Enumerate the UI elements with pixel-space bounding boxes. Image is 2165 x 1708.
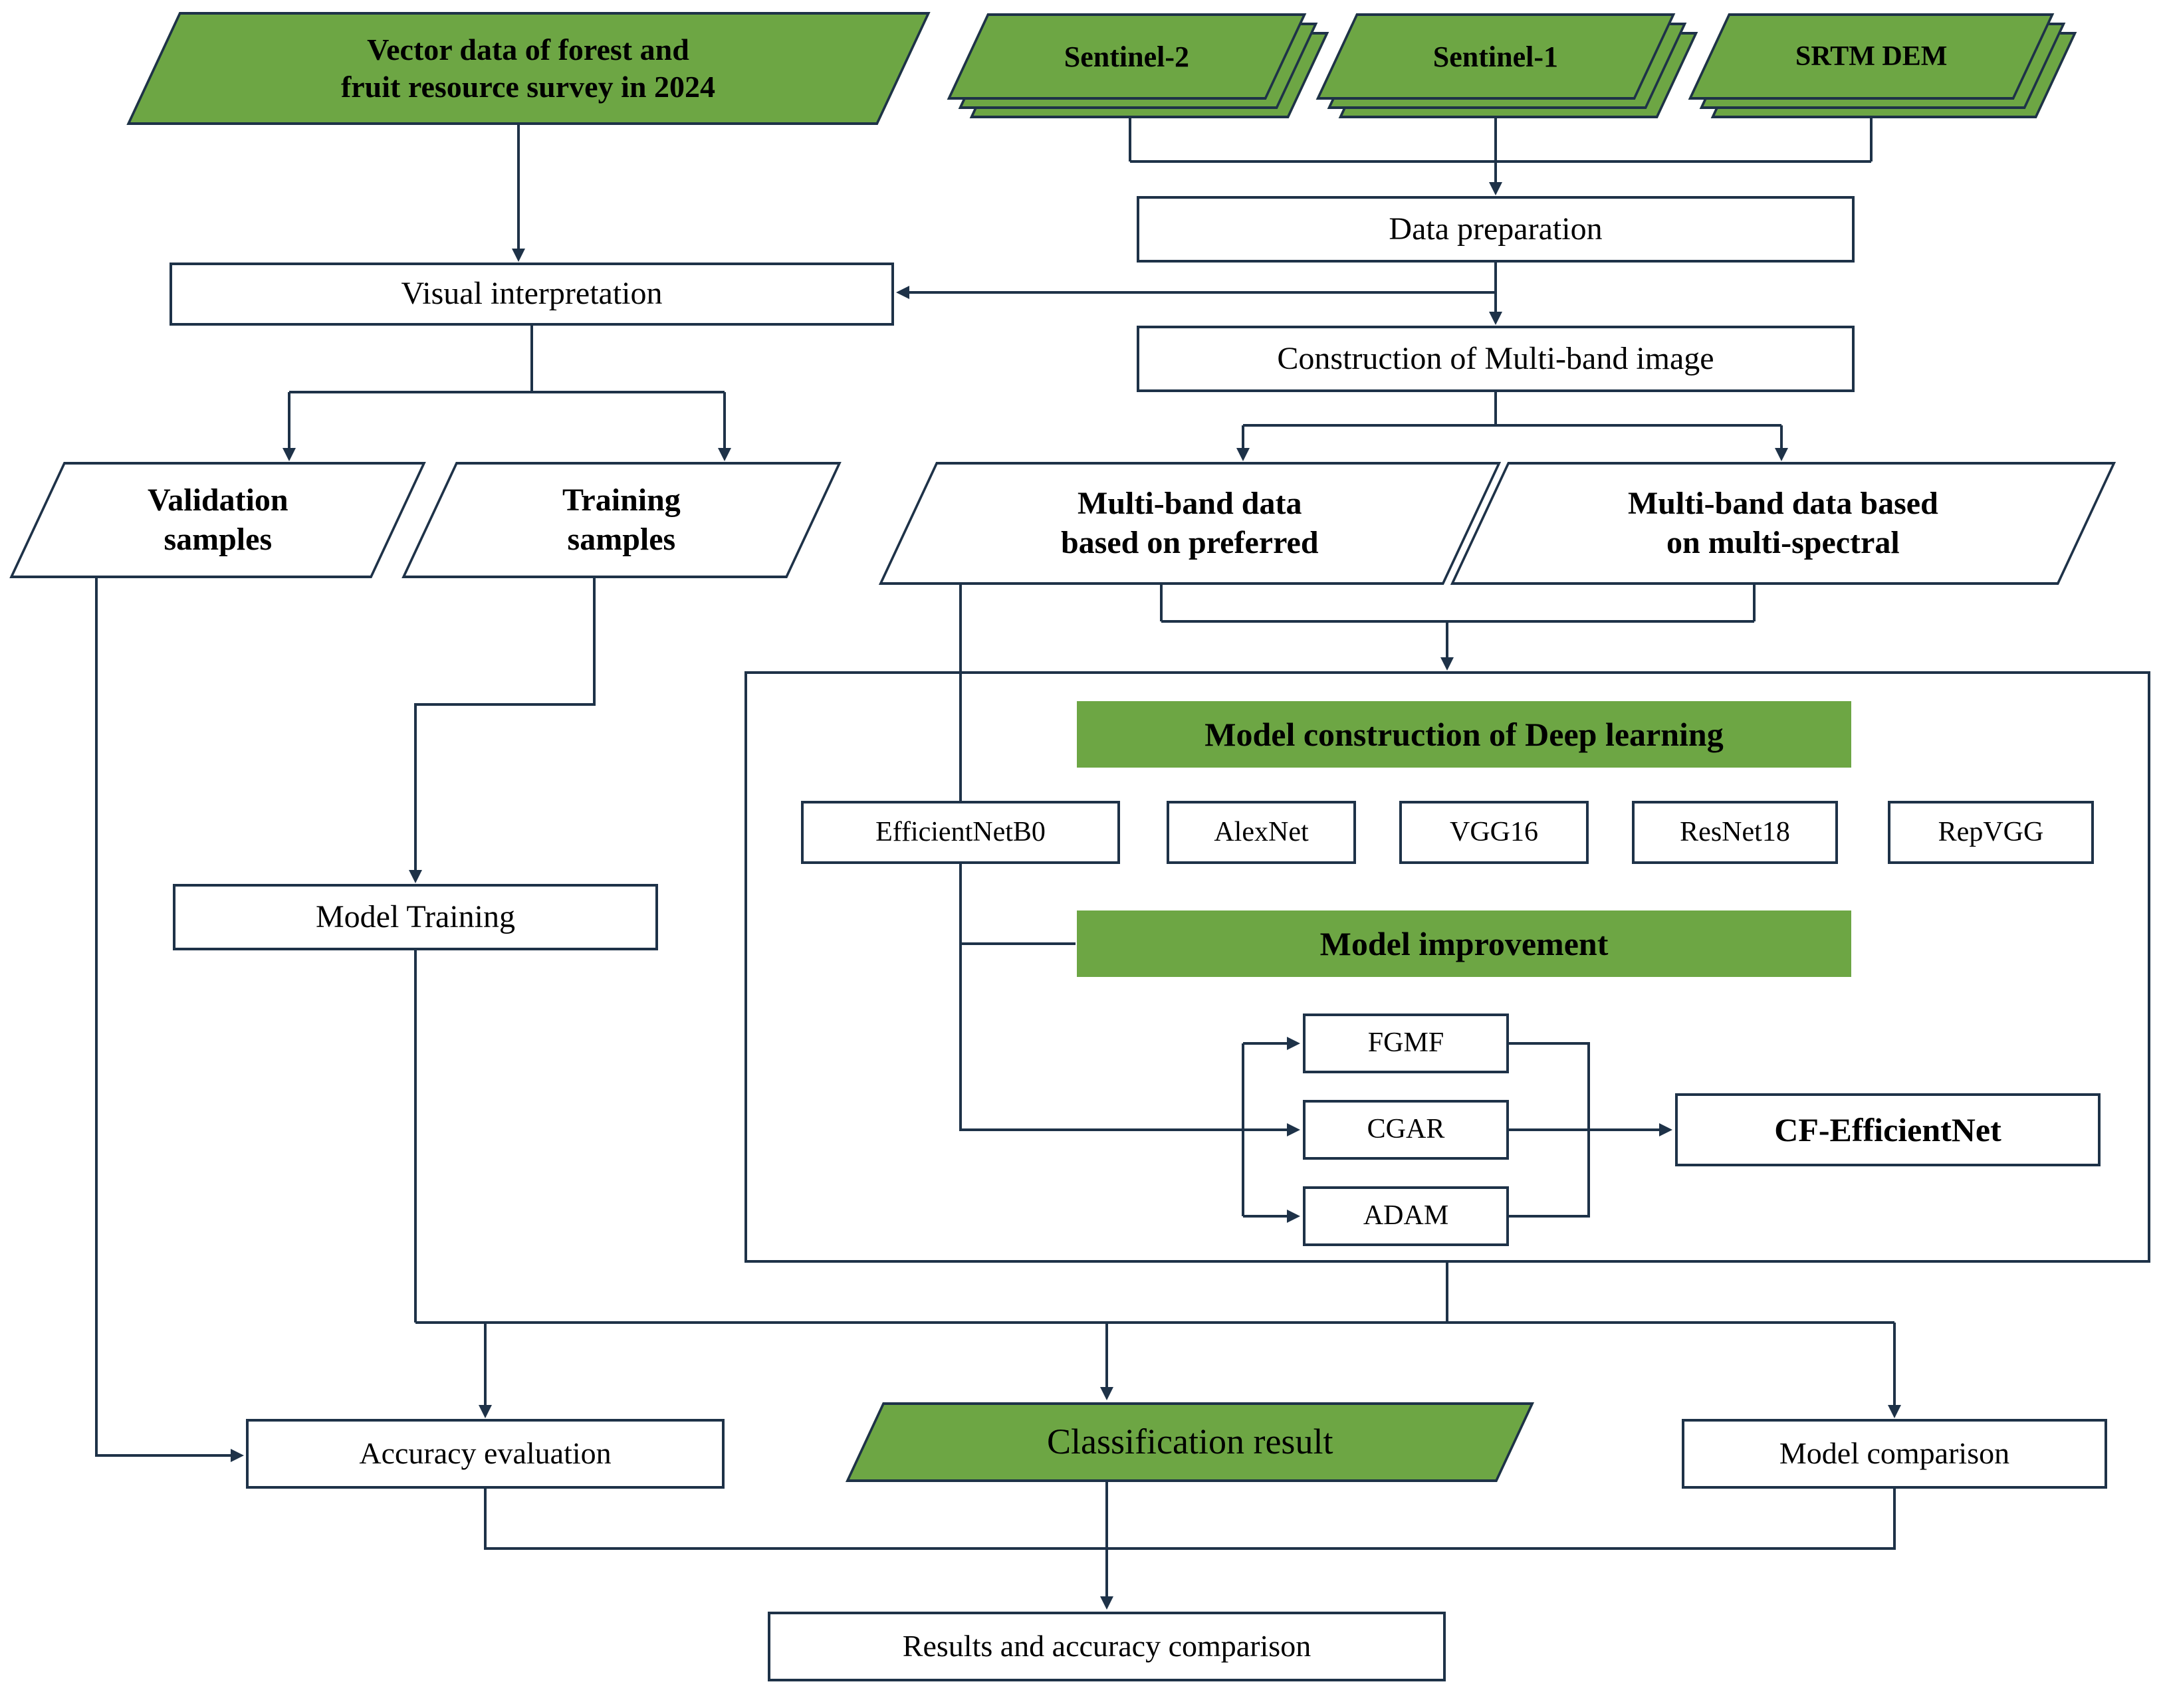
srtm-dem-front-sheet: SRTM DEM [1688, 13, 2055, 100]
node-classification-result: Classification result [846, 1402, 1534, 1482]
node-results-comparison: Results and accuracy comparison [768, 1612, 1446, 1681]
node-model-training: Model Training [173, 884, 658, 950]
node-validation-samples: Validation samples [9, 462, 426, 578]
node-multiband-preferred: Multi-band data based on preferred [878, 462, 1502, 585]
line-multiband-merge [1160, 585, 1756, 623]
arrow-connectors [95, 125, 1901, 1610]
results-comparison-label: Results and accuracy comparison [902, 1629, 1311, 1663]
node-alexnet: AlexNet [1167, 801, 1356, 864]
model-construction-label: Model construction of Deep learning [1204, 715, 1724, 753]
efficientnetb0-label: EfficientNetB0 [875, 816, 1046, 847]
line-stacks-merge [1129, 117, 1873, 163]
node-fgmf: FGMF [1303, 1014, 1509, 1073]
cf-efficientnet-label: CF-EfficientNet [1774, 1111, 2001, 1148]
node-adam: ADAM [1303, 1186, 1509, 1246]
node-visual-interpretation: Visual interpretation [170, 263, 894, 326]
arrow-validation-to-accuracy [95, 578, 244, 1462]
construction-multiband-label: Construction of Multi-band image [1277, 340, 1714, 376]
deep-learning-container [744, 671, 2150, 1263]
header-model-construction: Model construction of Deep learning [1077, 701, 1851, 768]
line-visual-split [289, 326, 725, 393]
node-vgg16: VGG16 [1399, 801, 1589, 864]
node-multiband-multispectral: Multi-band data based on multi-spectral [1450, 462, 2116, 585]
node-cf-efficientnet: CF-EfficientNet [1675, 1093, 2101, 1166]
node-model-comparison: Model comparison [1682, 1419, 2107, 1489]
validation-samples-label: Validation samples [147, 482, 288, 557]
node-sentinel-1-stack: Sentinel-1 [1315, 13, 1698, 118]
sentinel-1-label: Sentinel-1 [1432, 40, 1559, 73]
accuracy-evaluation-label: Accuracy evaluation [359, 1436, 612, 1471]
arrow-training-to-model-training [409, 578, 596, 883]
line-bottom-merge [484, 1489, 1896, 1550]
adam-label: ADAM [1363, 1200, 1449, 1231]
node-efficientnetb0: EfficientNetB0 [801, 801, 1120, 864]
fgmf-label: FGMF [1367, 1027, 1444, 1059]
node-construction-multiband: Construction of Multi-band image [1137, 326, 1855, 392]
visual-interpretation-label: Visual interpretation [401, 276, 663, 312]
multiband-preferred-label: Multi-band data based on preferred [1061, 485, 1319, 560]
node-cgar: CGAR [1303, 1100, 1509, 1160]
node-sentinel-2-stack: Sentinel-2 [947, 13, 1329, 118]
resnet18-label: ResNet18 [1680, 816, 1790, 847]
node-training-samples: Training samples [401, 462, 842, 578]
data-preparation-label: Data preparation [1389, 211, 1603, 247]
node-vector-data: Vector data of forest and fruit resource… [126, 12, 931, 125]
node-data-preparation: Data preparation [1137, 196, 1855, 263]
multiband-multispectral-label: Multi-band data based on multi-spectral [1628, 485, 1938, 560]
line-output-distribution [414, 950, 1894, 1324]
vector-data-label: Vector data of forest and fruit resource… [341, 32, 716, 104]
line-preferred-to-improvement [959, 585, 1243, 1131]
training-samples-label: Training samples [562, 482, 681, 557]
node-repvgg: RepVGG [1888, 801, 2094, 864]
vgg16-label: VGG16 [1450, 816, 1538, 847]
repvgg-label: RepVGG [1938, 816, 2044, 847]
srtm-dem-label: SRTM DEM [1795, 41, 1948, 72]
sentinel-2-front-sheet: Sentinel-2 [947, 13, 1307, 100]
alexnet-label: AlexNet [1214, 816, 1309, 847]
classification-result-label: Classification result [1046, 1422, 1333, 1462]
header-model-improvement: Model improvement [1077, 910, 1851, 977]
node-srtm-dem-stack: SRTM DEM [1688, 13, 2077, 118]
line-construction-split [1243, 392, 1781, 427]
plain-connectors [289, 117, 1896, 1550]
sentinel-2-label: Sentinel-2 [1064, 40, 1190, 73]
sentinel-1-front-sheet: Sentinel-1 [1315, 13, 1676, 100]
model-improvement-label: Model improvement [1319, 924, 1609, 962]
cgar-label: CGAR [1367, 1114, 1445, 1145]
node-resnet18: ResNet18 [1632, 801, 1838, 864]
node-accuracy-evaluation: Accuracy evaluation [246, 1419, 725, 1489]
model-comparison-label: Model comparison [1779, 1436, 2010, 1471]
model-training-label: Model Training [315, 899, 516, 934]
